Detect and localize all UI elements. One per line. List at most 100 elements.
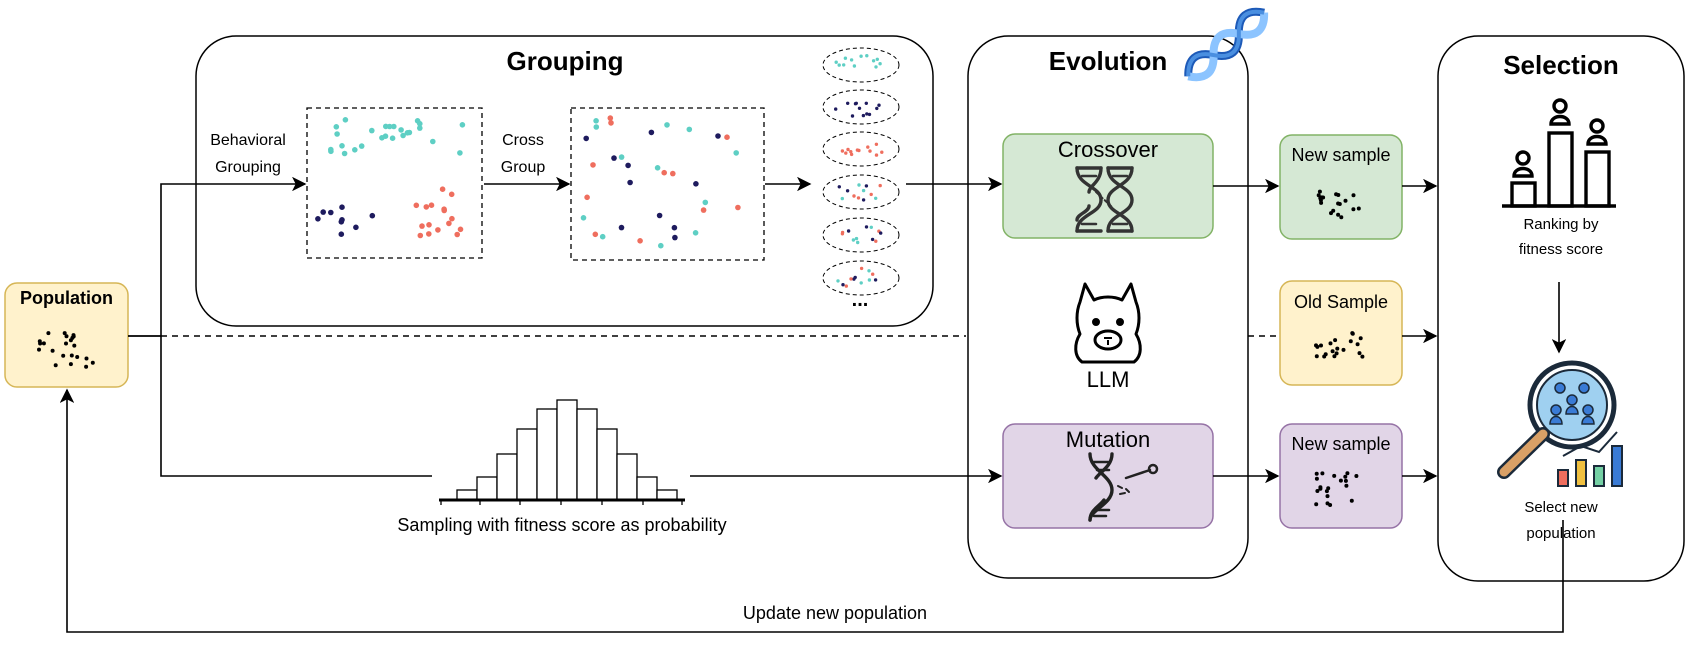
scatter-dot (1344, 483, 1349, 488)
scatter-dot (84, 356, 89, 361)
scatter-dot (406, 129, 413, 136)
scatter-dot (611, 155, 617, 161)
llama-icon (1074, 282, 1142, 364)
scatter-dot (857, 183, 861, 187)
scatter-dot (70, 335, 75, 340)
scatter-dot (880, 150, 884, 154)
scatter-dot (315, 216, 321, 222)
scatter-dot (328, 209, 334, 216)
crossover-label: Crossover (1057, 137, 1159, 162)
scatter-dot (733, 150, 739, 156)
scatter-dot (341, 150, 348, 157)
scatter-dot (864, 101, 868, 106)
scatter-dot (866, 145, 870, 149)
scatter-dot (841, 283, 845, 287)
old-sample-dots (1314, 331, 1365, 359)
scatter-dot (871, 272, 875, 276)
scatter-dot (875, 57, 879, 61)
scatter-dot (693, 181, 699, 187)
scatter-dot (837, 185, 841, 189)
scatter-dot (1332, 354, 1337, 359)
scatter-dot (1325, 494, 1330, 499)
scatter-dot (64, 341, 68, 346)
selection-panel (1437, 35, 1685, 582)
scatter-dot (670, 170, 676, 177)
scatter-dot (874, 196, 878, 200)
scatter-dot (874, 153, 879, 157)
scatter-dot (449, 215, 455, 222)
scatter-dot (875, 106, 879, 111)
population-label: Population (20, 288, 113, 308)
magnifier-people-icon (1497, 360, 1623, 487)
scatter-dot (867, 112, 872, 117)
scatter-dot (735, 204, 741, 211)
scatter-dot (850, 114, 855, 118)
scatter-dot (41, 341, 46, 346)
scatter-dot (702, 199, 709, 206)
scatter-dot (426, 231, 432, 237)
grouping-title: Grouping (506, 46, 624, 76)
scatter-dot (648, 129, 655, 136)
scatter-dot (877, 103, 881, 107)
scatter-dot (75, 355, 80, 359)
group-ellipses (822, 47, 900, 296)
scatter-dot (583, 135, 589, 142)
old-sample-label: Old Sample (1293, 292, 1389, 312)
scatter-dot (869, 225, 873, 229)
scatter-dot (1320, 471, 1325, 476)
scatter-dot (852, 64, 857, 68)
scatter-dot (840, 196, 844, 201)
scatter-dot (1338, 478, 1343, 483)
scatter-dot (386, 123, 393, 130)
scatter-dot (358, 143, 365, 149)
scatter-dot (1357, 351, 1362, 356)
scatter-dot (457, 150, 463, 156)
scatter-dot (834, 107, 838, 111)
scatter-dot (873, 278, 878, 282)
scatter-dot (328, 148, 334, 155)
scatter-dot (1335, 346, 1340, 351)
scatter-dot (870, 237, 875, 242)
scatter-dot (851, 238, 856, 242)
scatter-dot (845, 189, 850, 193)
scatter-dot (580, 215, 587, 221)
scatter-dot (878, 62, 882, 66)
scatter-dot (859, 54, 863, 58)
scatter-dot (37, 347, 41, 352)
scatter-dot (339, 204, 345, 210)
dna-crossover-icon (1075, 166, 1134, 233)
scatter-dot (618, 224, 625, 231)
dna-helix-icon (1184, 7, 1269, 82)
scatter-dot (868, 149, 872, 153)
scatter-dot (608, 120, 614, 126)
scatter-dot (867, 278, 872, 282)
scatter-dot (1330, 349, 1335, 354)
scatter-dot (1318, 486, 1323, 491)
scatter-dot (1336, 201, 1341, 206)
scatter-dot (428, 202, 435, 208)
scatter-dot (590, 162, 596, 168)
scatter-dot (413, 202, 420, 209)
scatter-dot (320, 209, 327, 215)
cross-group-box (570, 107, 765, 261)
new-sample-top-box (1279, 134, 1403, 240)
scatter-dot (1326, 486, 1331, 491)
scatter-dot (419, 223, 425, 229)
scatter-dot (1360, 354, 1365, 359)
scatter-dot (867, 269, 871, 273)
behavioral-grouping-label-2: Grouping (215, 159, 281, 176)
scatter-dot (417, 232, 424, 239)
scatter-dot (686, 126, 693, 133)
scatter-dot (852, 194, 856, 198)
selection-title: Selection (1503, 50, 1619, 80)
scatter-dot (859, 266, 864, 271)
scatter-dot (618, 154, 625, 160)
scatter-dot (1351, 207, 1356, 212)
podium-ranking-icon (1502, 98, 1616, 208)
population-dots (37, 331, 95, 369)
scatter-dot (391, 123, 397, 130)
scatter-dot (840, 149, 845, 153)
scatter-dot (441, 207, 448, 214)
scatter-dot (625, 162, 631, 169)
scatter-dot (62, 331, 67, 336)
